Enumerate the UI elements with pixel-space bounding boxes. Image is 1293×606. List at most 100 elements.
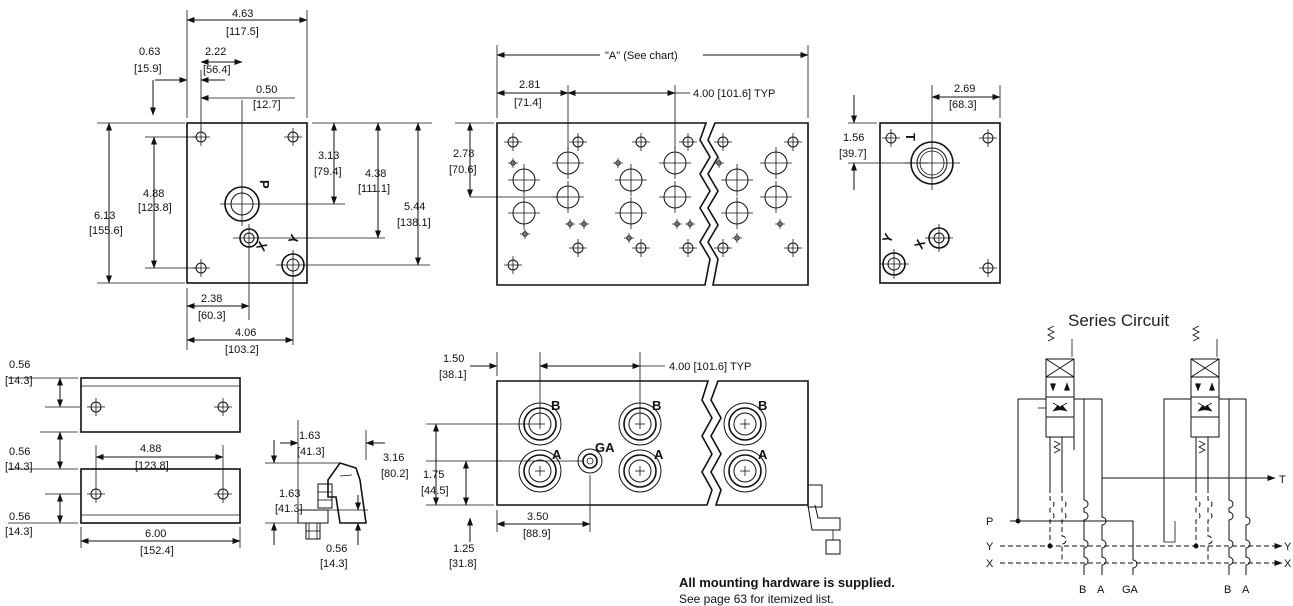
valve-port	[720, 196, 754, 230]
dim-foot-mm: [14.3]	[320, 558, 348, 570]
mount-hole	[978, 258, 998, 278]
valve-symbol-2	[1191, 326, 1219, 453]
pilot-hole	[612, 157, 624, 169]
dim-hole-x-in: 0.63	[139, 46, 160, 58]
pilot-hole	[774, 218, 786, 230]
dim-width-mm: [117.5]	[226, 26, 259, 38]
clamp-body	[327, 462, 367, 524]
dim-first-in: 2.81	[519, 79, 540, 91]
valve-port	[551, 146, 585, 180]
dim-width-in: 1.63	[299, 430, 320, 442]
valve-port	[614, 196, 648, 230]
circuit-label-y: Y	[986, 541, 994, 553]
manifold-front-left	[496, 380, 713, 506]
port-label-ga: GA	[595, 440, 615, 455]
dim-t-y-mm: [39.7]	[839, 148, 867, 160]
pilot-hole	[623, 232, 635, 244]
front-view: B B B A A A GA 1.50 [38.1] 4.00 [101.6] …	[381, 352, 841, 570]
hardware-note: All mounting hardware is supplied.	[679, 575, 895, 590]
dim-hole-x-mm: [15.9]	[134, 63, 162, 75]
dim-p-x-mm: [56.4]	[203, 64, 231, 76]
clamp-bolt-head	[317, 483, 333, 509]
bracket-hole	[86, 484, 106, 504]
mount-hole	[631, 132, 651, 152]
dim-height-mm: [41.3]	[275, 503, 303, 515]
circuit-label-x-out: X	[1284, 558, 1292, 570]
dim-height-in: 2.78	[453, 148, 474, 160]
dim-x-y-in: 4.38	[365, 168, 386, 180]
circuit-label-b: B	[1079, 584, 1086, 596]
bracket-hole	[213, 397, 233, 417]
dim-inner-h-mm: [123.8]	[138, 202, 172, 214]
dim-b-y-mm: [80.2]	[381, 468, 409, 480]
mount-hole	[678, 238, 698, 258]
mount-hole	[881, 128, 901, 148]
valve-symbol-1	[1046, 326, 1074, 453]
mount-hole	[678, 132, 698, 152]
port-label-a: A	[654, 447, 664, 462]
dim-hole-y-in: 0.50	[256, 84, 277, 96]
circuit-label-x: X	[986, 558, 994, 570]
dim-a-y-mm: [44.5]	[421, 485, 449, 497]
port-label-b: B	[551, 398, 560, 413]
series-circuit-title: Series Circuit	[1068, 311, 1170, 330]
dim-y-y-mm: [138.1]	[397, 217, 431, 229]
bracket-bottom	[80, 468, 241, 524]
bracket-view: 0.56 [14.3] 0.56 [14.3] 0.56 [14.3] 4.88…	[5, 359, 241, 557]
circuit-label-ga: GA	[1122, 584, 1139, 596]
dim-width-mm: [41.3]	[297, 446, 325, 458]
dim-x-x-in: 2.38	[201, 293, 222, 305]
port-label-b: B	[652, 398, 661, 413]
dim-ga-x-in: 3.50	[527, 511, 548, 523]
pilot-hole	[671, 218, 683, 230]
dim-hole-span-in: 4.88	[140, 443, 161, 455]
top-right-view: T X Y 2.69 [68.3] 1.56 [39.7]	[839, 83, 1001, 284]
dim-top-offset-mm: [14.3]	[5, 375, 33, 387]
dim-first-mm: [38.1]	[439, 369, 467, 381]
bracket-hole	[213, 484, 233, 504]
valve-port	[759, 180, 793, 214]
dim-height-mm: [70.6]	[449, 164, 477, 176]
mount-hole	[568, 238, 588, 258]
pilot-hole	[731, 232, 743, 244]
dim-height-mm: [155.6]	[89, 225, 123, 237]
mount-hole	[503, 255, 523, 275]
port-label-a: A	[552, 447, 562, 462]
dim-b-y-in: 3.16	[383, 452, 404, 464]
dim-pitch: 4.00 [101.6] TYP	[669, 361, 751, 373]
dim-a-y-in: 1.75	[423, 469, 444, 481]
dim-t-x-in: 2.69	[954, 83, 975, 95]
bracket-hole	[86, 397, 106, 417]
valve-port	[759, 146, 793, 180]
mount-hole	[503, 132, 523, 152]
dim-hole-span-mm: [123.8]	[135, 460, 169, 472]
dim-length-mm: [152.4]	[140, 545, 174, 557]
circuit-label-p: P	[986, 516, 993, 528]
dim-length-in: 6.00	[145, 528, 166, 540]
dim-bottom-mm: [31.8]	[449, 558, 477, 570]
pilot-hole	[519, 228, 531, 240]
dim-inner-h-in: 4.88	[143, 188, 164, 200]
dim-bottom-in: 1.25	[453, 543, 474, 555]
mount-hole	[713, 238, 733, 258]
circuit-label-y-out: Y	[1284, 541, 1292, 553]
port-label-p: P	[257, 180, 272, 189]
dim-y-y-in: 5.44	[404, 201, 425, 213]
circuit-label-a: A	[1097, 584, 1105, 596]
valve-port	[507, 196, 541, 230]
clamp-view: 1.63 [41.3] 1.63 [41.3] 0.56 [14.3]	[265, 420, 385, 570]
valve-port	[614, 163, 648, 197]
circuit-label-t: T	[1279, 474, 1286, 486]
valve-port	[658, 146, 692, 180]
port-label-b: B	[758, 398, 767, 413]
pilot-hole	[713, 157, 725, 169]
valve-port	[658, 180, 692, 214]
port-label-x: X	[253, 239, 270, 253]
port-label-y: Y	[879, 231, 896, 245]
mount-hole	[783, 238, 803, 258]
dim-top-offset-in: 0.56	[9, 359, 30, 371]
port-label-t: T	[903, 133, 918, 141]
mount-hole	[631, 238, 651, 258]
dim-x-y-mm: [111.1]	[358, 183, 390, 195]
